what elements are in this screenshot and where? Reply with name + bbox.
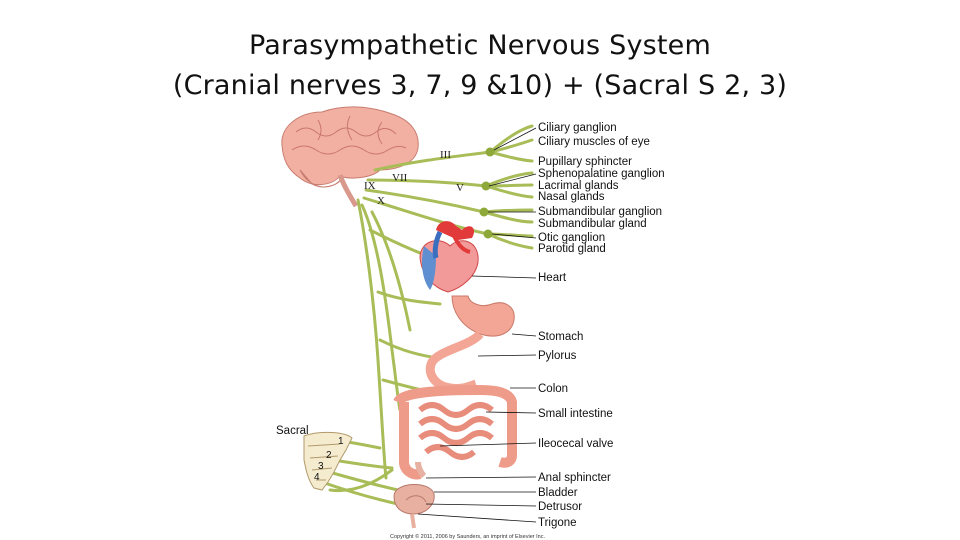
organ-labels: Ciliary ganglion Ciliary muscles of eye … (538, 122, 665, 529)
sacral-segment-3: 3 (318, 461, 324, 472)
sacrum-illustration (303, 431, 353, 491)
ganglia (479, 147, 495, 239)
label-pylorus: Pylorus (538, 350, 577, 362)
label-heart: Heart (538, 272, 567, 284)
label-nasal-glands: Nasal glands (538, 191, 605, 203)
sacral-labels: Sacral 1 2 3 4 (276, 425, 344, 483)
leader-lines (417, 127, 537, 523)
label-colon: Colon (538, 383, 568, 395)
slide-title: Parasympathetic Nervous System (Cranial … (0, 26, 960, 106)
label-parotid-gland: Parotid gland (538, 243, 606, 255)
label-otic-ganglion: Otic ganglion (538, 232, 605, 244)
heart-illustration (419, 221, 479, 293)
label-bladder: Bladder (538, 487, 578, 499)
brain-illustration (281, 106, 419, 208)
sacral-segment-2: 2 (326, 450, 332, 461)
label-ileocecal-valve: Ileocecal valve (538, 438, 613, 450)
sacral-segment-1: 1 (338, 436, 344, 447)
label-submandibular-gland: Submandibular gland (538, 218, 647, 230)
label-stomach: Stomach (538, 331, 583, 343)
intestine-illustration (393, 384, 517, 480)
marker-v: V (456, 182, 464, 194)
label-anal-sphincter: Anal sphincter (538, 472, 611, 484)
label-small-intestine: Small intestine (538, 408, 613, 420)
marker-x: X (377, 195, 385, 207)
label-ciliary-ganglion: Ciliary ganglion (538, 122, 617, 134)
label-pupillary-sphincter: Pupillary sphincter (538, 156, 632, 168)
title-line-1: Parasympathetic Nervous System (249, 30, 711, 61)
copyright-notice: Copyright © 2011, 2006 by Saunders, an i… (390, 533, 545, 540)
marker-iii: III (440, 149, 451, 161)
label-submandibular-ganglion: Submandibular ganglion (538, 206, 662, 218)
marker-vii: VII (392, 172, 408, 184)
label-sphenopalatine-ganglion: Sphenopalatine ganglion (538, 168, 665, 180)
sacral-segment-4: 4 (314, 472, 320, 483)
cranial-nerve-markers: III VII V IX X (364, 149, 464, 207)
stomach-illustration (425, 295, 515, 393)
label-trigone: Trigone (538, 517, 577, 529)
title-line-2: (Cranial nerves 3, 7, 9 &10) + (Sacral S… (172, 70, 788, 101)
label-ciliary-muscles: Ciliary muscles of eye (538, 136, 650, 148)
sacral-label: Sacral (276, 425, 309, 437)
label-lacrimal-glands: Lacrimal glands (538, 180, 619, 192)
bladder-illustration (393, 483, 435, 529)
marker-ix: IX (364, 180, 376, 192)
label-detrusor: Detrusor (538, 501, 582, 513)
